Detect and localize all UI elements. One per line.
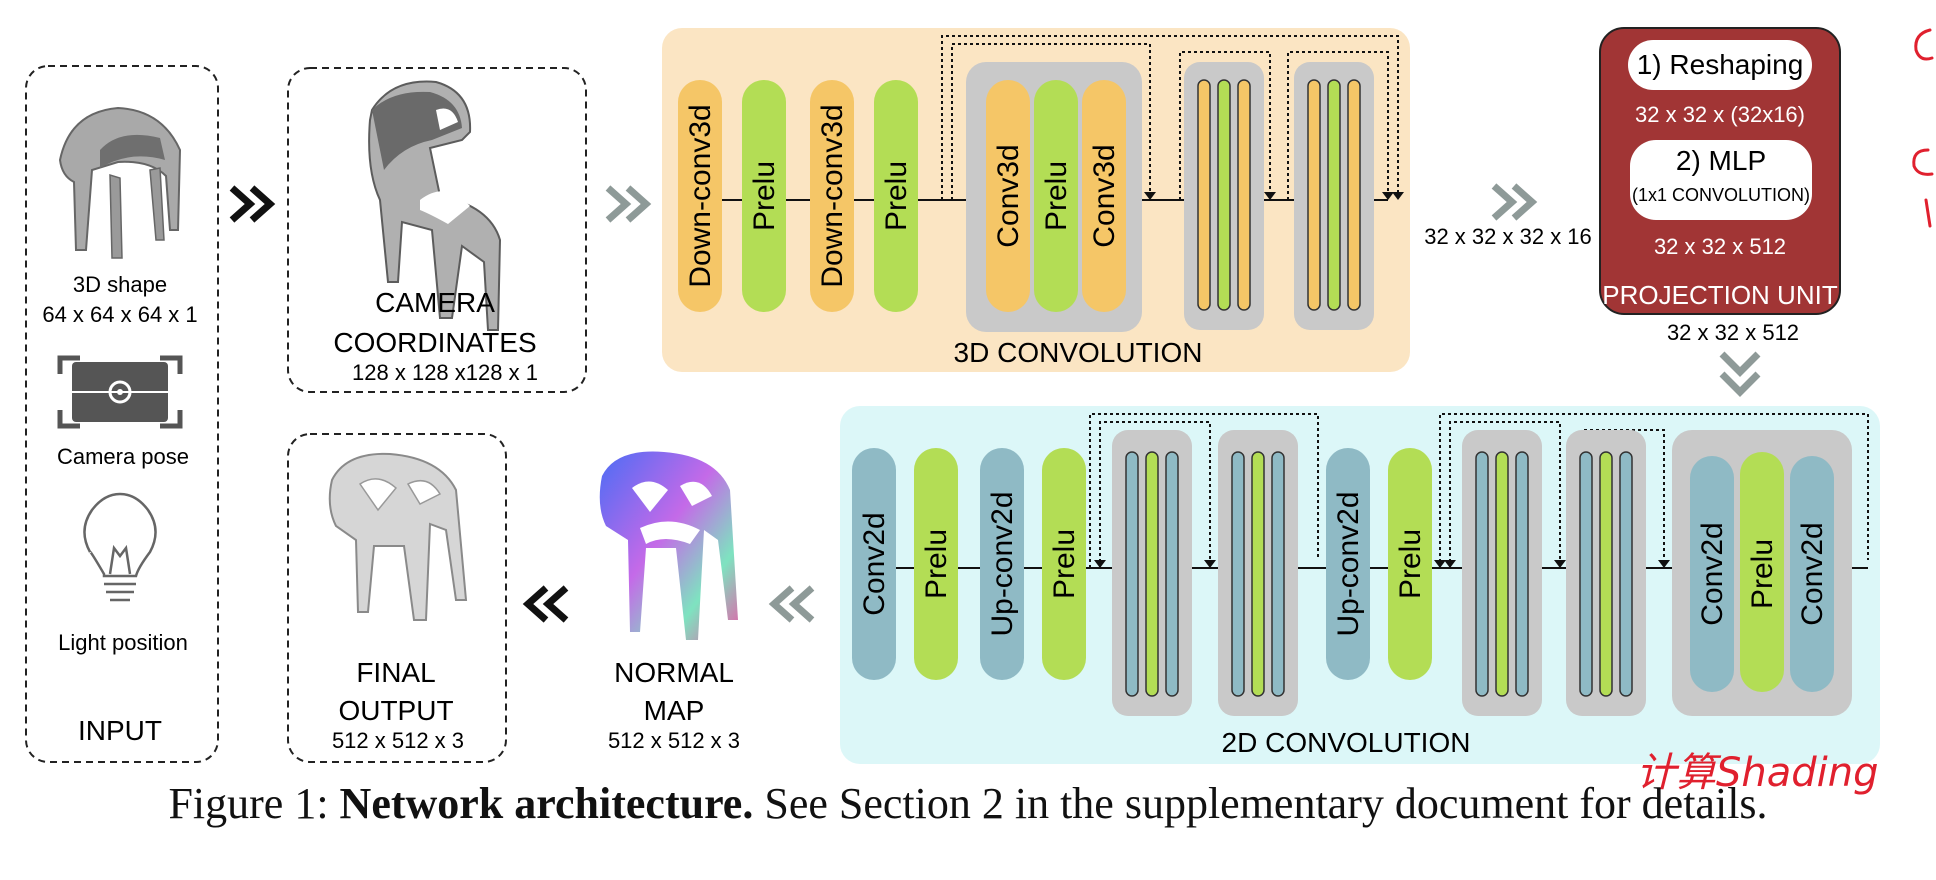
svg-text:Prelu: Prelu — [1040, 161, 1073, 231]
conv3d-title: 3D CONVOLUTION — [954, 337, 1203, 368]
conv2d-residual-block — [1218, 430, 1298, 716]
projection-step1-dims: 32 x 32 x (32x16) — [1635, 102, 1805, 127]
conv2d-title: 2D CONVOLUTION — [1222, 727, 1471, 758]
conv2d-layer: Prelu — [914, 448, 958, 680]
conv3d-layer: Down-conv3d — [678, 80, 722, 312]
projection-step1-pill — [1628, 40, 1812, 90]
svg-text:Prelu: Prelu — [1394, 529, 1427, 599]
conv3d-layer: Conv3d — [986, 80, 1030, 312]
chevron-left-icon — [522, 585, 569, 623]
input-panel — [25, 65, 219, 763]
camera-pose-label: Camera pose — [57, 444, 189, 469]
handwritten-annotation: 计算Shading — [1636, 750, 1879, 796]
normal-map-title-1: NORMAL — [614, 657, 734, 688]
chevron-down-icon — [1719, 351, 1761, 397]
caption-bold: Network architecture. — [339, 779, 754, 828]
conv3d-layer: Prelu — [874, 80, 918, 312]
projection-unit-title: PROJECTION UNIT — [1602, 280, 1838, 310]
svg-text:Up-conv2d: Up-conv2d — [986, 491, 1019, 636]
light-bulb-icon — [83, 492, 157, 602]
projection-step2: 2) MLP — [1676, 145, 1766, 176]
conv3d-output-dims: 32 x 32 x 32 x 16 — [1424, 224, 1592, 249]
chair-camera-image — [368, 80, 502, 331]
conv3d-layer: Prelu — [742, 80, 786, 312]
svg-text:Prelu: Prelu — [1746, 539, 1779, 609]
projection-output-dims: 32 x 32 x 512 — [1667, 320, 1799, 345]
normal-map-dims: 512 x 512 x 3 — [608, 728, 740, 753]
svg-text:Prelu: Prelu — [880, 161, 913, 231]
conv2d-residual-block — [1462, 430, 1542, 716]
camera-coordinates-panel — [287, 67, 587, 393]
svg-text:Prelu: Prelu — [1048, 529, 1081, 599]
camera-coordinates-title-2: COORDINATES — [333, 327, 536, 358]
final-output-panel — [287, 433, 507, 763]
conv2d-layer: Prelu — [1740, 452, 1784, 692]
conv2d-layer: Conv2d — [1790, 456, 1834, 692]
normal-map-title-2: MAP — [644, 695, 705, 726]
projection-step2-pill — [1630, 140, 1812, 220]
input-title: INPUT — [78, 715, 162, 746]
conv3d-layer: Down-conv3d — [810, 80, 854, 312]
conv2d-layer: Prelu — [1388, 448, 1432, 680]
conv2d-layer: Conv2d — [852, 448, 896, 680]
final-output-dims: 512 x 512 x 3 — [332, 728, 464, 753]
svg-text:Conv3d: Conv3d — [992, 144, 1025, 247]
projection-step2-sub: (1x1 CONVOLUTION) — [1632, 185, 1810, 205]
conv2d-residual-block — [1566, 430, 1646, 716]
svg-text:Conv2d: Conv2d — [1796, 522, 1829, 625]
projection-step1: 1) Reshaping — [1637, 49, 1804, 80]
conv2d-layer: Up-conv2d — [980, 448, 1024, 680]
svg-text:Down-conv3d: Down-conv3d — [816, 104, 849, 287]
svg-text:Conv2d: Conv2d — [858, 512, 891, 615]
svg-text:Prelu: Prelu — [748, 161, 781, 231]
chevron-right-icon — [229, 185, 276, 223]
conv3d-residual-block — [1184, 62, 1264, 330]
conv2d-layer: Prelu — [1042, 448, 1086, 680]
conv2d-layer: Conv2d — [1690, 456, 1734, 692]
conv2d-skip-connections — [1089, 413, 1869, 568]
chair-voxel-image — [58, 106, 182, 259]
svg-text:Up-conv2d: Up-conv2d — [1332, 491, 1365, 636]
chevron-right-icon — [1491, 183, 1538, 221]
camera-coordinates-title-1: CAMERA — [375, 287, 495, 318]
handwritten-marks — [1912, 28, 1934, 228]
chevron-left-icon — [768, 585, 815, 623]
conv2d-layer: Up-conv2d — [1326, 448, 1370, 680]
chair-render-image — [328, 452, 468, 621]
conv3d-skip-connections — [941, 35, 1399, 200]
svg-text:Conv2d: Conv2d — [1696, 522, 1729, 625]
light-position-label: Light position — [58, 630, 188, 655]
chevron-right-icon — [605, 185, 652, 223]
normal-map-image — [599, 451, 738, 640]
final-output-title-2: OUTPUT — [338, 695, 453, 726]
figure-caption: Figure 1: Network architecture. See Sect… — [0, 778, 1936, 829]
final-output-title-1: FINAL — [356, 657, 435, 688]
svg-text:Conv3d: Conv3d — [1088, 144, 1121, 247]
input-shape-label: 3D shape — [73, 272, 167, 297]
conv3d-layer: Prelu — [1034, 80, 1078, 312]
projection-step2-dims: 32 x 32 x 512 — [1654, 234, 1786, 259]
input-shape-dims: 64 x 64 x 64 x 1 — [42, 302, 197, 327]
caption-rest: See Section 2 in the supplementary docum… — [753, 779, 1768, 828]
conv3d-layer: Conv3d — [1082, 80, 1126, 312]
svg-text:Down-conv3d: Down-conv3d — [684, 104, 717, 287]
svg-text:Prelu: Prelu — [920, 529, 953, 599]
camera-icon — [57, 355, 183, 429]
conv2d-residual-block — [1112, 430, 1192, 716]
camera-coordinates-dims: 128 x 128 x128 x 1 — [352, 360, 538, 385]
conv3d-residual-block — [1294, 62, 1374, 330]
caption-prefix: Figure 1: — [168, 779, 340, 828]
